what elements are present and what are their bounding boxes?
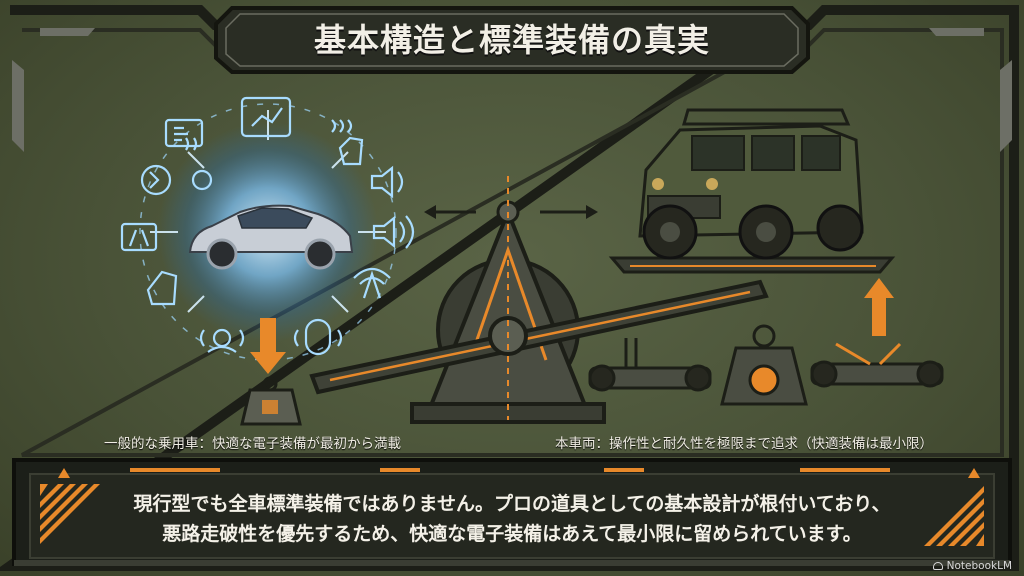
heated-seat-icon — [331, 119, 353, 133]
weight-arrow-left — [240, 318, 302, 426]
camera-icon — [212, 328, 232, 348]
lane-assist-icon — [120, 222, 158, 252]
message-line-1: 現行型でも全車標準装備ではありません。プロの道具としての基本設計が根付いており、 — [133, 493, 891, 515]
rotation-icon — [140, 164, 172, 196]
notebooklm-badge: NotebookLM — [932, 560, 1012, 572]
page-title: 基本構造と標準装備の真実 — [313, 21, 710, 59]
lift-arrow-right — [864, 278, 894, 336]
badge-label: NotebookLM — [946, 560, 1012, 572]
suspension-parts — [588, 324, 944, 406]
climate-fan-icon — [191, 169, 213, 191]
touchscreen-icon — [240, 96, 292, 138]
climate-control-icon — [164, 118, 204, 148]
wireless-signal-icon — [353, 267, 391, 299]
message-line-2: 悪路走破性を優先するため、快適な電子装備はあえて最小限に留められています。 — [162, 523, 862, 545]
heated-seat-left-icon — [146, 270, 178, 306]
caption-passenger-car: 一般的な乗用車：快適な電子装備が最初から満載 — [104, 436, 401, 452]
sound-icon — [372, 215, 396, 249]
notebooklm-logo-icon — [932, 562, 943, 570]
message-panel: 現行型でも全車標準装備ではありません。プロの道具としての基本設計が根付いており、… — [70, 486, 954, 552]
caption-this-vehicle: 本車両：操作性と耐久性を極限まで追求（快適装備は最小限） — [555, 436, 933, 452]
speaker-icon — [370, 165, 394, 199]
seesaw-balance — [309, 176, 769, 424]
driver-assist-icon — [304, 318, 332, 356]
passenger-car — [188, 204, 354, 270]
offroad-vehicle — [608, 108, 896, 274]
